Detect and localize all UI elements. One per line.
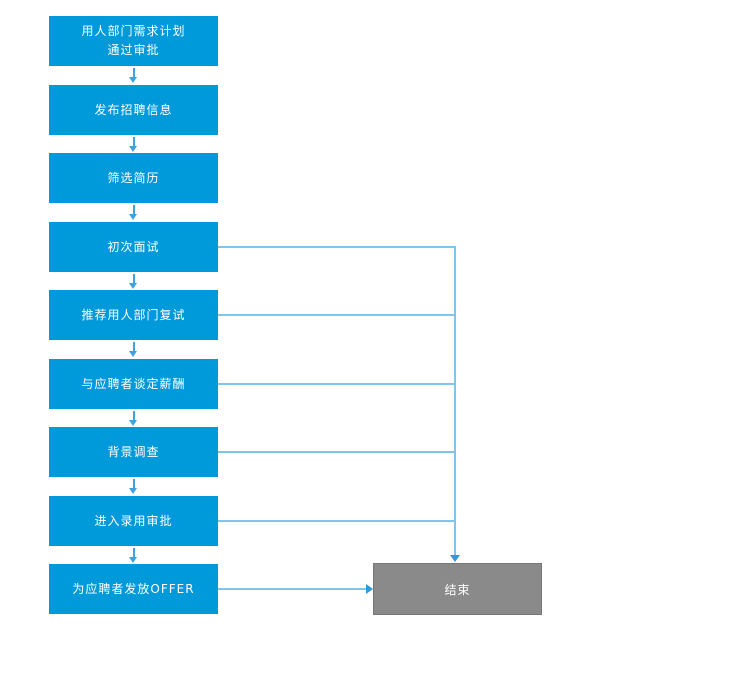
flow-arrow-down-icon: [129, 411, 138, 426]
flow-step-label: 初次面试: [107, 239, 160, 254]
flow-step-demand-plan: 用人部门需求计划 通过审批: [49, 16, 218, 66]
flow-step-salary-negotiation: 与应聘者谈定薪酬: [49, 359, 218, 409]
flow-step-label: 用人部门需求计划 通过审批: [81, 24, 186, 57]
flow-step-label: 进入录用审批: [94, 513, 173, 528]
flow-arrow-down-icon: [129, 479, 138, 494]
flow-arrow-down-icon: [129, 342, 138, 357]
flow-end-label: 结束: [444, 582, 471, 597]
flow-step-label: 筛选简历: [107, 170, 160, 185]
connector-offer-to-end: [218, 588, 366, 590]
flow-end-box: 结束: [373, 563, 542, 615]
arrowhead-right-icon: [366, 584, 373, 594]
flow-step-screen-resumes: 筛选简历: [49, 153, 218, 203]
flow-arrow-down-icon: [129, 274, 138, 289]
flow-step-label: 发布招聘信息: [94, 102, 173, 117]
connector-second-interview-to-end: [218, 314, 456, 316]
flow-arrow-down-icon: [129, 68, 138, 83]
connector-salary-to-end: [218, 383, 456, 385]
flow-step-second-interview: 推荐用人部门复试: [49, 290, 218, 340]
flow-arrow-down-icon: [129, 205, 138, 220]
flow-step-label: 为应聘者发放OFFER: [72, 581, 195, 596]
connector-first-interview-to-end: [218, 246, 456, 248]
flow-step-publish-job-info: 发布招聘信息: [49, 85, 218, 135]
arrowhead-down-icon: [450, 555, 460, 562]
flow-arrow-down-icon: [129, 137, 138, 152]
flow-step-background-check: 背景调查: [49, 427, 218, 477]
flow-step-hiring-approval: 进入录用审批: [49, 496, 218, 546]
flow-step-label: 背景调查: [107, 444, 160, 459]
connector-merge-vertical-line: [454, 246, 456, 556]
flow-step-label: 推荐用人部门复试: [81, 307, 186, 322]
connector-hiring-approval-to-end: [218, 520, 456, 522]
flow-step-label: 与应聘者谈定薪酬: [81, 376, 186, 391]
flow-step-send-offer: 为应聘者发放OFFER: [49, 564, 218, 614]
connector-background-check-to-end: [218, 451, 456, 453]
flow-step-first-interview: 初次面试: [49, 222, 218, 272]
flow-arrow-down-icon: [129, 548, 138, 563]
